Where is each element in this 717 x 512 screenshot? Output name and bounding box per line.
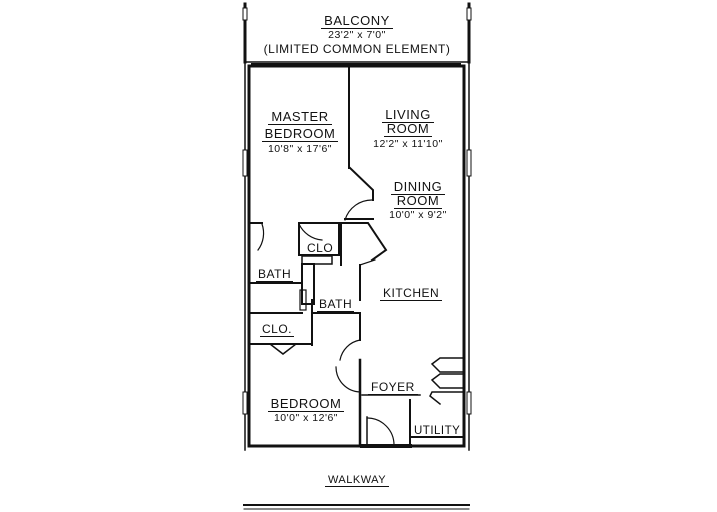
master-bedroom-label-line2: BEDROOM [252, 127, 348, 142]
foyer-label: FOYER [368, 380, 418, 395]
walkway-line [243, 504, 470, 510]
utility-label: UTILITY [413, 425, 462, 438]
balcony-note: (LIMITED COMMON ELEMENT) [263, 42, 451, 56]
kitchen-label: KITCHEN [380, 286, 443, 301]
interior-walls [249, 67, 465, 448]
balcony-dimensions: 23'2" x 7'0" [328, 29, 386, 41]
master-bedroom-label-line1: MASTER [252, 110, 348, 125]
bath-label: BATH [256, 267, 294, 282]
closet-label: CLO. [260, 322, 295, 337]
bath-label: BATH [317, 297, 355, 312]
master-bedroom-dimensions: 10'8" x 17'6" [267, 143, 333, 155]
living-room-dimensions: 12'2" x 11'10" [373, 138, 443, 150]
dining-room-label-line1: DINING [374, 180, 462, 195]
living-room-label-line1: LIVING [358, 108, 458, 123]
bedroom-label: BEDROOM [258, 397, 354, 412]
walkway-label: WALKWAY [245, 474, 469, 487]
living-room-label-line2: ROOM [358, 122, 458, 137]
dining-room-label-line2: ROOM [374, 194, 462, 209]
balcony-label: BALCONY [245, 14, 469, 29]
exterior-walls [242, 61, 472, 451]
dining-room-dimensions: 10'0" x 9'2" [389, 209, 447, 221]
balcony-outline [242, 2, 472, 64]
bedroom-dimensions: 10'0" x 12'6" [273, 412, 339, 424]
closet-label: CLO [305, 241, 336, 256]
